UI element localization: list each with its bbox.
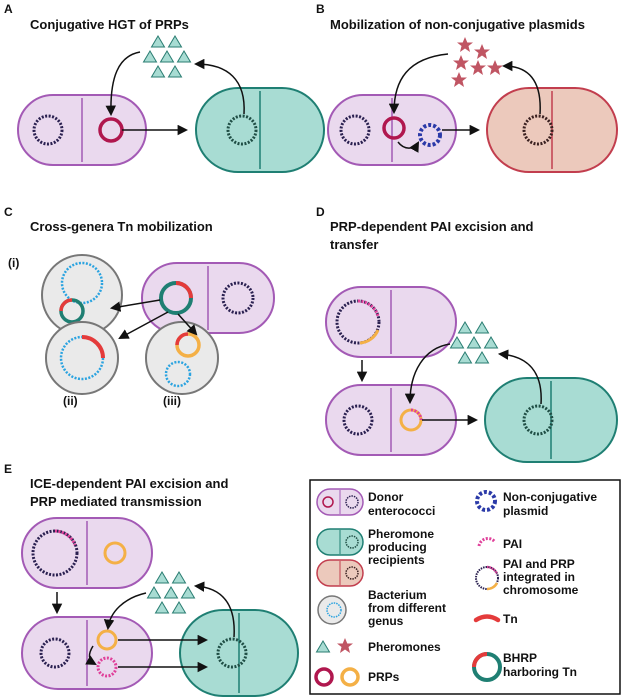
svg-text:Non-conjugative: Non-conjugative	[503, 490, 597, 504]
svg-text:Donor: Donor	[368, 490, 404, 504]
panel-e: E ICE-dependent PAI excision and PRP med…	[4, 462, 299, 697]
svg-text:producing: producing	[368, 540, 427, 554]
svg-text:plasmid: plasmid	[503, 504, 548, 518]
panel-c-sub-ii: (ii)	[63, 394, 78, 408]
legend-tn: Tn	[473, 612, 518, 626]
svg-text:Pheromones: Pheromones	[368, 640, 441, 654]
svg-text:genus: genus	[368, 614, 404, 628]
svg-text:chromosome: chromosome	[503, 583, 579, 597]
panel-d-title-line2: transfer	[330, 237, 378, 252]
panel-d: D PRP-dependent PAI excision and transfe…	[316, 205, 618, 463]
svg-text:integrated in: integrated in	[503, 570, 575, 584]
legend-pai-prp: PAI and PRP integrated in chromosome	[475, 557, 579, 597]
other-genus-cell-iii	[145, 321, 219, 395]
pheromone-cluster-d	[450, 321, 498, 364]
donor-cell-d-top	[325, 286, 457, 358]
legend-other-genus: Bacterium from different genus	[317, 588, 446, 628]
svg-text:PAI: PAI	[503, 537, 522, 551]
panel-a-title: Conjugative HGT of PRPs	[30, 17, 189, 32]
legend-donor: Donor enterococci	[316, 488, 435, 518]
svg-text:Pheromone: Pheromone	[368, 527, 434, 541]
svg-text:from different: from different	[368, 601, 446, 615]
donor-cell-b	[327, 94, 457, 166]
pheromone-star-cluster-b	[451, 37, 503, 87]
recipient-cell-a	[195, 87, 325, 173]
prp-plasmid-b	[382, 116, 406, 140]
svg-text:BHRP: BHRP	[503, 651, 537, 665]
recipient-cell-e	[179, 609, 299, 697]
panel-d-title-line1: PRP-dependent PAI excision and	[330, 219, 534, 234]
legend-recipient: Pheromone producing recipients	[316, 527, 434, 587]
legend-box: Donor enterococci Pheromone producing re…	[309, 479, 621, 695]
panel-c: C Cross-genera Tn mobilization (i) (ii) …	[4, 205, 275, 408]
svg-text:recipients: recipients	[368, 553, 425, 567]
panel-d-letter: D	[316, 205, 325, 219]
panel-e-title-line1: ICE-dependent PAI excision and	[30, 476, 228, 491]
donor-cell-e-bottom	[21, 616, 153, 690]
recipient-cell-b	[486, 87, 618, 173]
pheromone-cluster-e	[147, 571, 195, 614]
panel-b: B Mobilization of non-conjugative plasmi…	[316, 2, 618, 173]
other-genus-cell-ii	[45, 321, 119, 395]
legend-bhrp: BHRP harboring Tn	[472, 651, 577, 682]
donor-cell-e-top	[21, 517, 153, 589]
recipient-cell-d	[484, 377, 618, 463]
panel-b-letter: B	[316, 2, 325, 16]
panel-b-title: Mobilization of non-conjugative plasmids	[330, 17, 585, 32]
svg-text:PAI and PRP: PAI and PRP	[503, 557, 575, 571]
svg-text:PRPs: PRPs	[368, 670, 400, 684]
non-conjugative-plasmid-b	[418, 123, 442, 147]
panel-c-sub-i: (i)	[8, 256, 19, 270]
panel-e-letter: E	[4, 462, 12, 476]
panel-e-title-line2: PRP mediated transmission	[30, 494, 202, 509]
legend-nonconj-plasmid: Non-conjugative plasmid	[475, 490, 597, 518]
legend-pai: PAI	[477, 537, 522, 551]
svg-text:harboring Tn: harboring Tn	[503, 665, 577, 679]
svg-text:enterococci: enterococci	[368, 504, 435, 518]
panel-a-letter: A	[4, 2, 13, 16]
donor-cell-c	[141, 262, 275, 334]
legend-prps: PRPs	[314, 667, 400, 687]
svg-text:Bacterium: Bacterium	[368, 588, 427, 602]
panel-c-title: Cross-genera Tn mobilization	[30, 219, 213, 234]
panel-a: A Conjugative HGT of PRPs	[4, 2, 325, 173]
legend-pheromones: Pheromones	[316, 638, 441, 654]
panel-c-sub-iii: (iii)	[163, 394, 181, 408]
svg-text:Tn: Tn	[503, 612, 518, 626]
pheromone-cluster-a	[143, 35, 191, 78]
panel-c-letter: C	[4, 205, 13, 219]
